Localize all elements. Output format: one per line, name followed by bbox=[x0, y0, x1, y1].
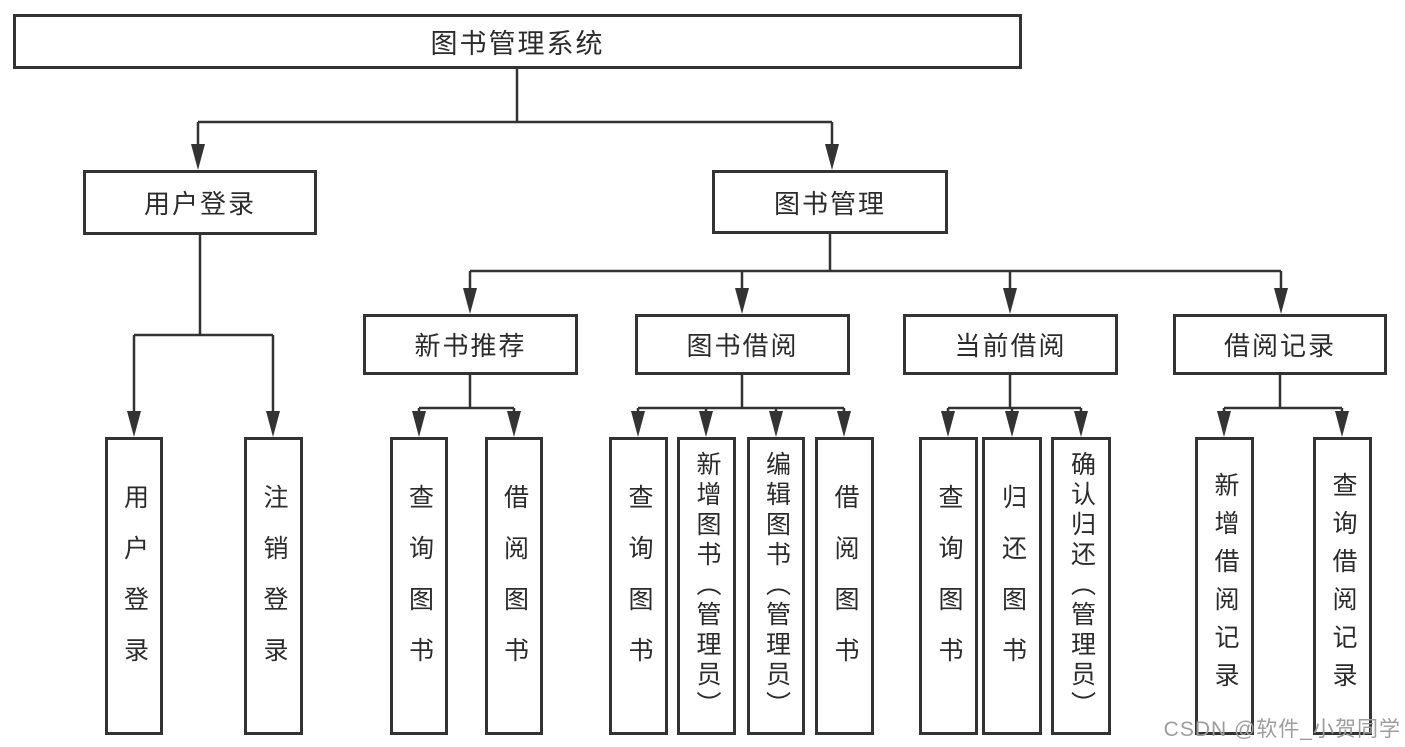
arrowhead bbox=[1003, 288, 1017, 314]
leaf-logout: 注销登录 bbox=[244, 437, 303, 735]
node-book-borrowing: 图书借阅 bbox=[635, 314, 850, 375]
leaf-label: 借阅图书 bbox=[831, 484, 859, 688]
node-library-system: 图书管理系统 bbox=[13, 14, 1022, 69]
arrowhead bbox=[631, 411, 645, 437]
arrowhead bbox=[507, 411, 521, 437]
leaf-return-books: 归还图书 bbox=[982, 437, 1042, 735]
leaf-label: 查询图书 bbox=[935, 484, 963, 688]
leaf-borrow-books-recommend: 借阅图书 bbox=[485, 437, 543, 735]
leaf-query-books-current: 查询图书 bbox=[919, 437, 978, 735]
leaf-user-login: 用户登录 bbox=[105, 437, 163, 735]
arrowhead bbox=[699, 411, 713, 437]
leaf-query-books-recommend: 查询图书 bbox=[390, 437, 448, 735]
leaf-label: 注销登录 bbox=[260, 484, 288, 688]
connector-new-book-children bbox=[417, 375, 516, 415]
arrowhead bbox=[127, 411, 141, 437]
arrowhead bbox=[463, 288, 477, 314]
watermark: CSDN @软件_小贺同学 bbox=[1163, 718, 1401, 741]
arrowhead bbox=[412, 411, 426, 437]
connector-borrowing-records-children bbox=[1222, 375, 1344, 415]
leaf-label: 查询图书 bbox=[625, 484, 653, 688]
node-new-book-recommend: 新书推荐 bbox=[363, 314, 578, 375]
leaf-borrow-books-borrowing: 借阅图书 bbox=[815, 437, 874, 735]
connector-current-borrowing-children bbox=[946, 375, 1083, 415]
leaf-label: 查询图书 bbox=[405, 484, 434, 688]
leaf-label: 归还图书 bbox=[998, 484, 1027, 688]
connector-user-login-children bbox=[132, 235, 275, 415]
leaf-label: 编辑图书（管理员） bbox=[762, 451, 791, 721]
arrowhead bbox=[1217, 411, 1231, 437]
leaf-label: 新增图书（管理员） bbox=[693, 451, 721, 721]
leaf-label: 确认归还（管理员） bbox=[1067, 451, 1096, 721]
leaf-add-books-admin: 新增图书（管理员） bbox=[677, 437, 736, 735]
node-borrowing-records: 借阅记录 bbox=[1173, 314, 1387, 375]
leaf-label: 新增借阅记录 bbox=[1211, 472, 1239, 700]
node-book-management: 图书管理 bbox=[712, 170, 948, 234]
leaf-add-borrow-record: 新增借阅记录 bbox=[1195, 437, 1254, 735]
arrowhead bbox=[1335, 411, 1349, 437]
arrowhead bbox=[191, 144, 205, 170]
leaf-label: 查询借阅记录 bbox=[1329, 472, 1357, 700]
node-current-borrowing: 当前借阅 bbox=[903, 314, 1118, 375]
leaf-confirm-return-admin: 确认归还（管理员） bbox=[1051, 437, 1111, 735]
node-user-login: 用户登录 bbox=[83, 170, 317, 235]
leaf-query-books-borrowing: 查询图书 bbox=[609, 437, 668, 735]
leaf-query-borrow-record: 查询借阅记录 bbox=[1313, 437, 1372, 735]
connector-book-management-children bbox=[468, 233, 1283, 292]
leaf-edit-books-admin: 编辑图书（管理员） bbox=[747, 437, 805, 735]
arrowhead bbox=[769, 411, 783, 437]
arrowhead bbox=[735, 288, 749, 314]
connector-book-borrowing-children bbox=[636, 375, 846, 415]
arrowhead bbox=[1074, 411, 1088, 437]
arrowhead bbox=[266, 411, 280, 437]
leaf-label: 用户登录 bbox=[120, 484, 149, 688]
arrowhead bbox=[825, 144, 839, 170]
arrowhead bbox=[837, 411, 851, 437]
arrowhead bbox=[941, 411, 955, 437]
arrowhead bbox=[1274, 288, 1288, 314]
arrowhead bbox=[1005, 411, 1019, 437]
leaf-label: 借阅图书 bbox=[500, 484, 529, 688]
connector-root-to-level2 bbox=[196, 69, 834, 150]
